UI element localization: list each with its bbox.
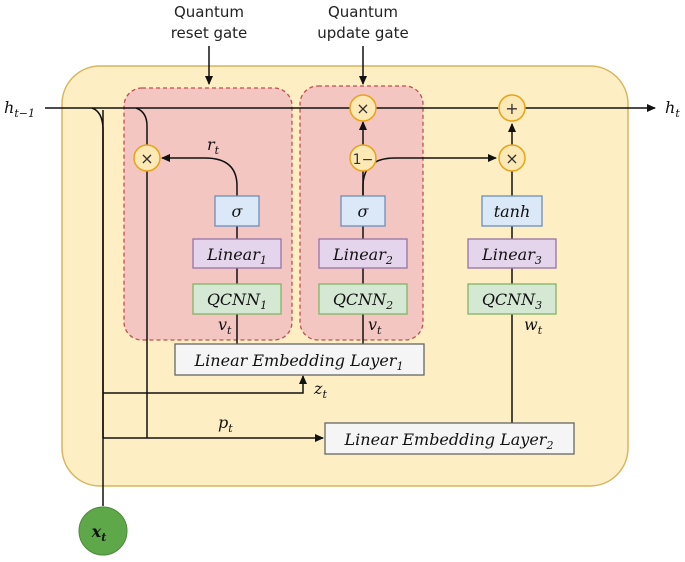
svg-text:σ: σ <box>232 202 244 221</box>
qcnn3-block: QCNN3 <box>467 283 557 315</box>
linear-embedding-layer-1: Linear Embedding Layer1 <box>174 343 425 376</box>
reset-multiply-op: × <box>133 144 161 172</box>
svg-text:×: × <box>356 99 369 118</box>
linear1-block: Linear1 <box>192 238 282 269</box>
reset-gate-label-line1: Quantum <box>174 3 244 21</box>
svg-text:QCNN1: QCNN1 <box>207 290 267 312</box>
svg-text:QCNN2: QCNN2 <box>333 290 393 312</box>
v2-label: vt <box>368 315 382 337</box>
update-multiply-op: × <box>349 94 377 122</box>
qcnn2-block: QCNN2 <box>318 283 408 315</box>
h-prev-label: ht−1 <box>4 98 35 120</box>
update-gate-label-line1: Quantum <box>328 3 398 21</box>
tanh-block: tanh <box>481 195 543 227</box>
linear2-block: Linear2 <box>318 238 408 269</box>
svg-text:×: × <box>505 149 518 168</box>
one-minus-op: 1− <box>349 144 377 172</box>
sigma2-block: σ <box>340 195 386 227</box>
svg-text:+: + <box>505 99 518 118</box>
x-input-node: xt <box>78 506 128 556</box>
p-label: pt <box>218 413 233 435</box>
z-label: zt <box>313 379 327 401</box>
svg-text:σ: σ <box>358 202 370 221</box>
svg-text:Linear Embedding Layer2: Linear Embedding Layer2 <box>344 430 554 452</box>
linear3-block: Linear3 <box>467 238 557 269</box>
update-gate-label-line2: update gate <box>317 24 408 42</box>
svg-text:Linear1: Linear1 <box>206 245 267 267</box>
linear-embedding-layer-2: Linear Embedding Layer2 <box>324 422 575 455</box>
w-label: wt <box>524 315 543 337</box>
reset-gate-label-line2: reset gate <box>171 24 248 42</box>
svg-text:xt: xt <box>91 522 107 544</box>
r-path <box>161 154 238 196</box>
qcnn1-block: QCNN1 <box>192 283 282 315</box>
r-label: rt <box>207 135 220 157</box>
svg-text:×: × <box>140 149 153 168</box>
h-next-label: ht <box>665 98 680 120</box>
sigma1-block: σ <box>214 195 260 227</box>
reset-gate-region <box>123 87 293 341</box>
v1-label: vt <box>218 315 232 337</box>
svg-text:QCNN3: QCNN3 <box>482 290 542 312</box>
svg-text:Linear3: Linear3 <box>481 245 542 267</box>
z-line <box>103 375 307 394</box>
add-op: + <box>498 94 526 122</box>
svg-text:tanh: tanh <box>494 202 531 221</box>
svg-text:1−: 1− <box>353 152 374 168</box>
candidate-multiply-op: × <box>498 144 526 172</box>
svg-text:Linear2: Linear2 <box>332 245 393 267</box>
hprev-branch-reset <box>135 107 148 146</box>
svg-text:Linear Embedding Layer1: Linear Embedding Layer1 <box>194 351 404 373</box>
